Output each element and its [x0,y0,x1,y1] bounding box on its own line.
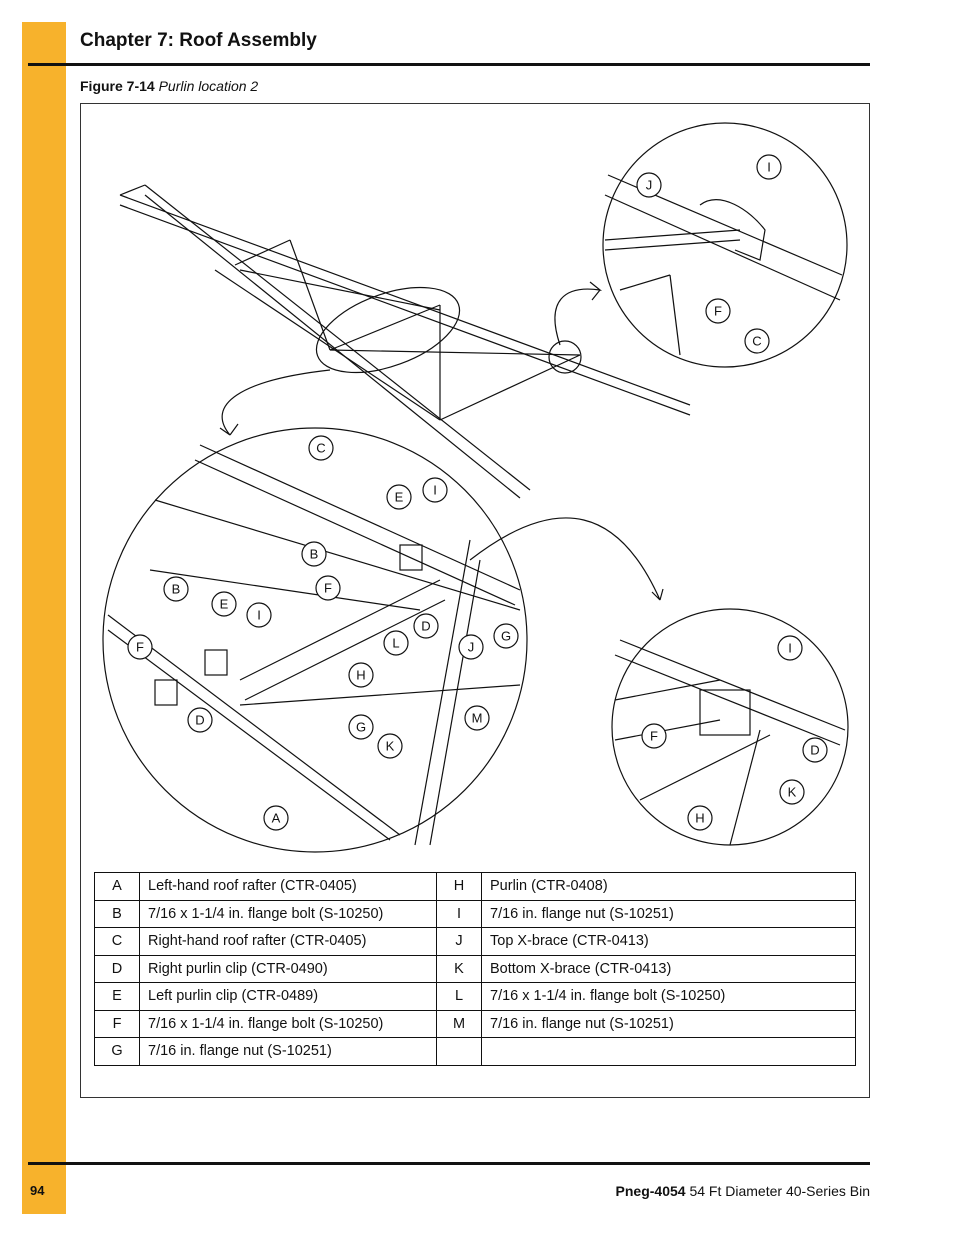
callout-label: M [472,711,483,726]
part-description: Purlin (CTR-0408) [481,872,856,901]
figure-caption: Figure 7-14 Purlin location 2 [80,78,258,94]
part-key: F [94,1009,140,1038]
part-key: H [436,872,482,901]
callout-label: C [752,334,761,349]
callout-label: F [324,581,332,596]
callout-label: J [468,640,475,655]
detail-circle-top [602,122,848,368]
part-key: J [436,927,482,956]
part-key: C [94,927,140,956]
part-key: K [436,954,482,983]
part-key [436,1037,482,1066]
arrow-to-top-detail [554,281,603,346]
part-description: 7/16 in. flange nut (S-10251) [139,1037,437,1066]
callout-label: J [646,178,653,193]
callout-label: D [421,619,430,634]
callout-label: G [356,720,366,735]
callout-label: E [220,597,229,612]
part-key: M [436,1009,482,1038]
chapter-title: Chapter 7: Roof Assembly [80,30,317,51]
document-code: Pneg-4054 [615,1183,686,1199]
callout-label: D [810,743,819,758]
part-description: Top X-brace (CTR-0413) [481,927,856,956]
chapter-side-bar [22,22,66,1214]
callout-label: B [310,547,319,562]
callout-label: F [714,304,722,319]
callout-label: F [136,640,144,655]
part-description: Left purlin clip (CTR-0489) [139,982,437,1011]
part-description [481,1037,856,1066]
callout-label: F [650,729,658,744]
callout-label: I [767,160,771,175]
document-title: 54 Ft Diameter 40-Series Bin [689,1183,870,1199]
part-description: 7/16 x 1-1/4 in. flange bolt (S-10250) [481,982,856,1011]
part-key: L [436,982,482,1011]
callout-label: I [788,641,792,656]
part-key: G [94,1037,140,1066]
callout-label: K [788,785,797,800]
callout-label: C [316,441,325,456]
part-description: 7/16 in. flange nut (S-10251) [481,1009,856,1038]
callout-label: I [433,483,437,498]
part-key: E [94,982,140,1011]
page-number: 94 [30,1183,45,1198]
callout-label: H [356,668,365,683]
detail-circle-lower [611,608,849,846]
footer-document: Pneg-4054 54 Ft Diameter 40-Series Bin [616,1183,870,1199]
callout-label: B [172,582,181,597]
callout-label: A [272,811,281,826]
part-description: Right-hand roof rafter (CTR-0405) [139,927,437,956]
callout-label: K [386,739,395,754]
callout-label: I [257,608,261,623]
part-description: 7/16 x 1-1/4 in. flange bolt (S-10250) [139,899,437,928]
callout-label: G [501,629,511,644]
callout-label: E [395,490,404,505]
part-key: I [436,899,482,928]
part-key: B [94,899,140,928]
truss-overview [119,184,691,499]
figure-number: Figure 7-14 [80,78,155,94]
part-description: Left-hand roof rafter (CTR-0405) [139,872,437,901]
header-rule [28,63,870,66]
part-description: 7/16 x 1-1/4 in. flange bolt (S-10250) [139,1009,437,1038]
part-description: Right purlin clip (CTR-0490) [139,954,437,983]
footer-rule [28,1162,870,1165]
detail-circle-main [102,427,528,853]
arrow-to-main-detail [219,369,331,436]
arrow-to-lower-detail [469,517,664,601]
figure-frame [80,103,870,1098]
callout-label: L [392,636,399,651]
part-key: A [94,872,140,901]
part-description: 7/16 in. flange nut (S-10251) [481,899,856,928]
callout-label: H [695,811,704,826]
callout-label: D [195,713,204,728]
part-description: Bottom X-brace (CTR-0413) [481,954,856,983]
figure-title: Purlin location 2 [158,78,259,94]
part-key: D [94,954,140,983]
